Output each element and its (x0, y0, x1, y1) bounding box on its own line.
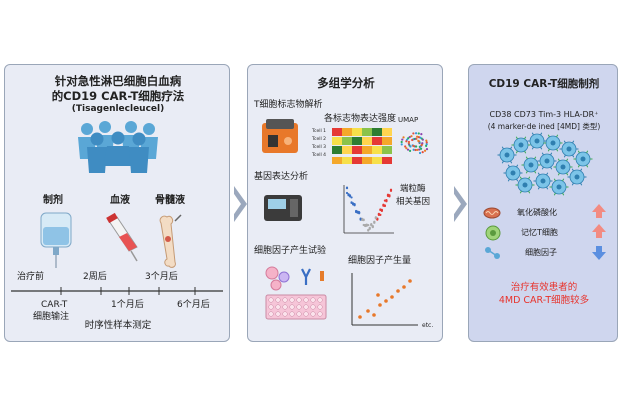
heatmap-row-4: Tcell 4 (312, 153, 327, 158)
mitochondria-icon (483, 207, 501, 219)
sample-label-marrow: 骨髓液 (155, 195, 185, 206)
umap-plot-icon (400, 132, 429, 155)
heatmap-graphic (332, 128, 392, 164)
heatmap-row-3: Tcell 3 (312, 145, 327, 150)
sequencer-icon (264, 195, 302, 221)
markers-line-2: (4 marker-de ined [4MD] 类型) (487, 122, 601, 131)
cytokine-assay-icon (265, 266, 327, 320)
sample-label-blood: 血液 (110, 195, 130, 206)
iv-bag-icon (40, 212, 72, 268)
up-arrow-icon (592, 224, 606, 238)
panel-car-t-product: CD19 CAR-T细胞制剂 CD38 CD73 Tim-3 HLA-DR⁺ (… (468, 64, 618, 342)
flow-arrow-2 (452, 186, 467, 222)
cytokine-assay-label: 细胞因子产生试验 (254, 246, 327, 256)
flow-cytometer-icon (262, 119, 298, 153)
telomerase-label-2: 相关基因 (396, 197, 431, 207)
volcano-plot (343, 185, 394, 234)
markers-line-1: CD38 CD73 Tim-3 HLA-DR⁺ (489, 110, 599, 119)
panel-multiomics: 多组学分析 T细胞标志物解析 各标志物表达强度 UMAP Tcell 1 Tce… (247, 64, 443, 342)
panel1-caption: 时序性样本测定 (84, 320, 152, 331)
conclusion-line-1: 治疗有效患者的 (510, 282, 578, 293)
gene-expression-label: 基因表达分析 (254, 172, 309, 182)
panel1-title-line1: 针对急性淋巴细胞白血病 (54, 74, 182, 88)
panel1-subtitle: (Tisagenlecleucel) (71, 104, 165, 114)
tcell-marker-label: T细胞标志物解析 (254, 100, 323, 110)
flow-arrow-1 (232, 186, 247, 222)
up-arrow-icon (592, 204, 606, 218)
timeline-axis (11, 287, 223, 295)
heatmap-row-1: Tcell 1 (312, 129, 327, 134)
umap-label: UMAP (398, 116, 419, 124)
timeline-before: 治疗前 (17, 272, 45, 282)
car-t-cells-icon (497, 132, 593, 196)
etc-label: etc. (422, 322, 434, 329)
blood-tube-icon (106, 212, 138, 262)
timeline-1month: 1个月后 (111, 300, 144, 310)
feature-label-memory: 记忆T细胞 (521, 228, 558, 237)
timeline-car-t: CAR-T (41, 300, 68, 310)
bone-marrow-icon (159, 214, 182, 268)
down-arrow-icon (592, 246, 606, 260)
panel2-title: 多组学分析 (317, 76, 375, 90)
panel1-title-line2: 的CD19 CAR-T细胞疗法 (51, 89, 185, 103)
sample-label-product: 制剂 (43, 195, 63, 206)
cytokine-molecule-icon (485, 247, 500, 259)
heatmap-row-2: Tcell 2 (312, 137, 327, 142)
telomerase-label-1: 端粒酶 (400, 184, 426, 194)
cytokine-scatter-plot (351, 273, 418, 326)
panel-car-t-therapy: 针对急性淋巴细胞白血病 的CD19 CAR-T细胞疗法 (Tisagenlecl… (4, 64, 230, 342)
memory-t-cell-icon (485, 225, 501, 241)
feature-label-cytokine: 细胞因子 (525, 248, 557, 257)
heatmap-label: 各标志物表达强度 (324, 114, 397, 124)
timeline-infusion: 细胞输注 (33, 312, 70, 322)
cytokine-amount-label: 细胞因子产生量 (348, 256, 412, 266)
timeline-2weeks: 2周后 (83, 272, 107, 282)
timeline-6months: 6个月后 (177, 300, 210, 310)
conclusion-line-2: 4MD CAR-T细胞较多 (498, 295, 590, 306)
timeline-3months: 3个月后 (145, 272, 178, 282)
feature-label-oxphos: 氧化磷酸化 (517, 208, 557, 217)
patients-icon (78, 121, 158, 173)
panel3-title: CD19 CAR-T细胞制剂 (488, 78, 600, 90)
